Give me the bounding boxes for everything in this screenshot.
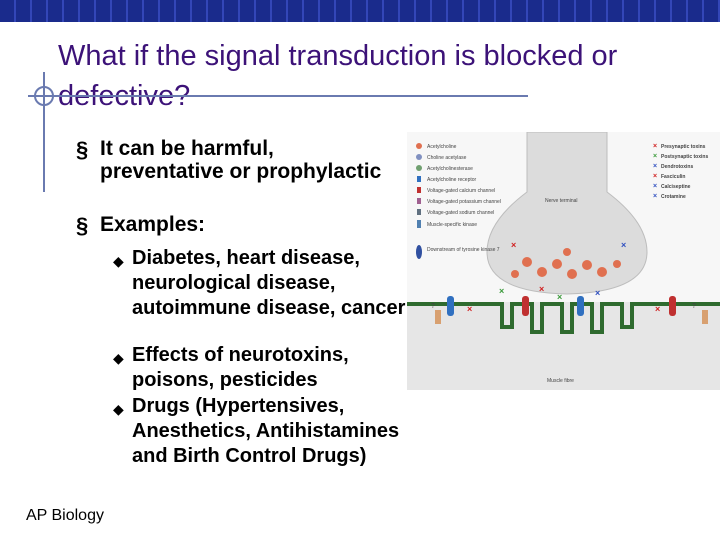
svg-text:×: ×	[653, 173, 657, 180]
sub-bullet-marker: ◆	[113, 401, 124, 417]
label-muscle-fibre: Muscle fibre	[547, 378, 574, 384]
svg-text:Downstream of tyrosine kinase: Downstream of tyrosine kinase 7	[427, 247, 500, 253]
sub-bullet-text-drugs: Drugs (Hypertensives, Anesthetics, Antih…	[132, 395, 400, 467]
footer-label: AP Biology	[26, 507, 104, 524]
acetylcholine-vesicles	[511, 248, 621, 279]
svg-text:Calciseptine: Calciseptine	[661, 184, 691, 190]
svg-text:×: ×	[653, 163, 657, 170]
svg-text:Acetylcholine receptor: Acetylcholine receptor	[427, 177, 477, 183]
svg-text:Choline acetylase: Choline acetylase	[427, 155, 467, 161]
svg-text:Crotamine: Crotamine	[661, 194, 686, 200]
sub-bullet-text-neurotoxins: Effects of neurotoxins, poisons, pestici…	[132, 344, 349, 391]
svg-text:×: ×	[621, 240, 626, 250]
title-vertical-rule	[43, 72, 45, 192]
title-underline	[28, 95, 528, 97]
svg-text:Voltage-gated sodium channel: Voltage-gated sodium channel	[427, 210, 494, 216]
svg-text:×: ×	[467, 304, 472, 314]
sub-bullet-text-diseases: Diabetes, heart disease, neurological di…	[132, 247, 406, 319]
svg-text:×: ×	[539, 284, 544, 294]
slide-title: What if the signal transduction is block…	[58, 40, 618, 112]
top-decorative-bar	[0, 0, 720, 22]
svg-text:×: ×	[655, 304, 660, 314]
neuromuscular-junction-figure: × × × × × × × × ? ? Nerve terminal Muscl…	[407, 132, 720, 390]
svg-text:×: ×	[557, 292, 562, 302]
svg-text:×: ×	[499, 286, 504, 296]
svg-text:×: ×	[653, 153, 657, 160]
toxin-markers: × × × × × × × ×	[467, 240, 660, 314]
sub-bullet-marker: ◆	[113, 350, 124, 366]
svg-text:Postsynaptic toxins: Postsynaptic toxins	[661, 154, 708, 160]
crosshair-icon	[34, 86, 54, 106]
svg-text:×: ×	[511, 240, 516, 250]
question-mark-left: ?	[431, 303, 435, 310]
svg-text:Muscle-specific kinase: Muscle-specific kinase	[427, 222, 477, 228]
svg-text:×: ×	[653, 193, 657, 200]
svg-text:×: ×	[653, 143, 657, 150]
label-nerve-terminal: Nerve terminal	[545, 198, 578, 204]
bullet-text-examples: Examples:	[100, 213, 206, 236]
sub-bullet-marker: ◆	[113, 253, 124, 269]
bullet-marker: §	[76, 137, 89, 162]
svg-text:×: ×	[653, 183, 657, 190]
acetylcholine-receptors	[435, 296, 708, 324]
svg-text:Acetylcholinesterase: Acetylcholinesterase	[427, 166, 473, 172]
legend-right: × Presynaptic toxins × Postsynaptic toxi…	[653, 143, 708, 200]
svg-text:Fasciculin: Fasciculin	[661, 174, 685, 180]
bullet-text-harmful: It can be harmful, preventative or proph…	[100, 137, 382, 183]
svg-text:Voltage-gated potassium channe: Voltage-gated potassium channel	[427, 199, 501, 205]
svg-text:Dendrotoxins: Dendrotoxins	[661, 164, 693, 170]
nerve-terminal	[486, 132, 648, 295]
legend-left: Acetylcholine Choline acetylase Acetylch…	[416, 143, 501, 259]
svg-text:×: ×	[595, 288, 600, 298]
svg-text:Voltage-gated calcium channel: Voltage-gated calcium channel	[427, 188, 495, 194]
nmj-diagram: × × × × × × × × ? ? Nerve terminal Muscl…	[407, 132, 720, 390]
svg-text:Presynaptic toxins: Presynaptic toxins	[661, 144, 706, 150]
bullet-marker: §	[76, 213, 89, 238]
svg-text:Acetylcholine: Acetylcholine	[427, 144, 457, 150]
question-mark-right: ?	[692, 303, 696, 310]
postsynaptic-membrane	[407, 302, 720, 334]
